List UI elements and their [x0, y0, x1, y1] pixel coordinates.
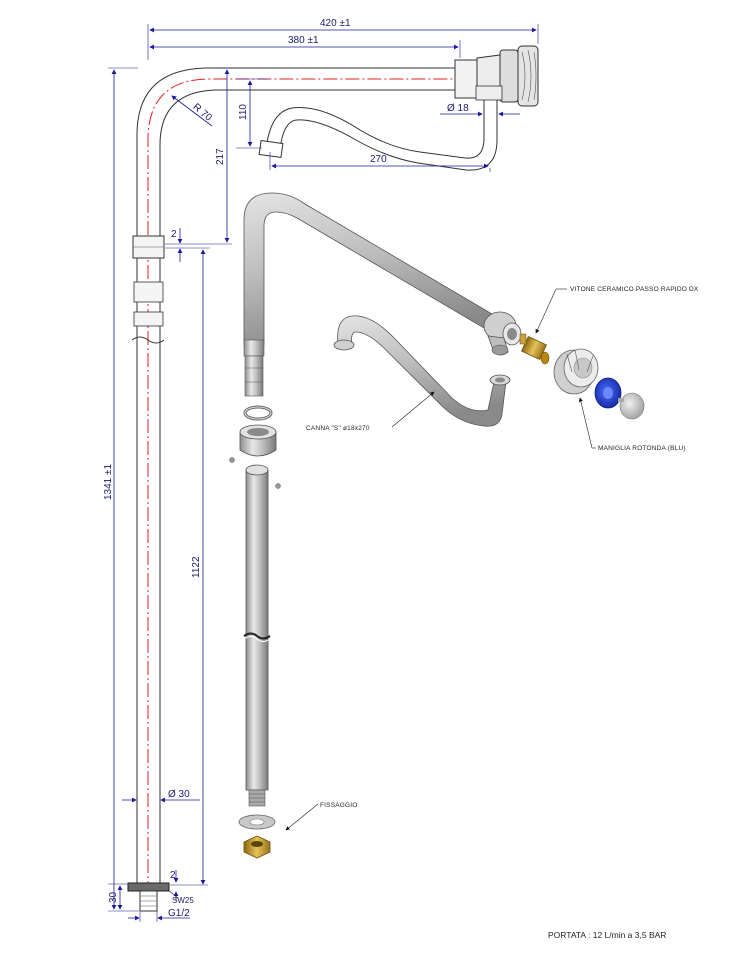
- spout-outlet: [333, 339, 355, 351]
- exploded-valve-body: [483, 311, 522, 356]
- spout-pipe: [337, 315, 507, 427]
- flow-rate-note: PORTATA : 12 L/min a 3,5 BAR: [548, 930, 666, 940]
- dim-wrench: SW25: [172, 896, 194, 905]
- column-break: [131, 336, 165, 344]
- label-handle: MANIGLIA ROTONDA (BLU): [598, 445, 686, 452]
- dim-base-gap: 2: [170, 870, 176, 881]
- label-cartridge: VITONE CERAMICO PASSO RAPIDO DX: [570, 286, 699, 293]
- screw-left: [229, 457, 235, 463]
- label-spout: CANNA "S" ø18x270: [306, 425, 370, 432]
- exploded-view: VITONE CERAMICO PASSO RAPIDO DX CANNA "S…: [229, 192, 699, 859]
- spout-aerator: [258, 139, 284, 159]
- column-tube: [245, 469, 269, 791]
- dim-base-height: 30: [108, 891, 119, 903]
- dim-inner-width: 380 ±1: [288, 35, 319, 46]
- dim-drop: 110: [238, 104, 249, 120]
- dim-total-width: 420 ±1: [320, 18, 351, 29]
- dim-spout-length: 270: [370, 154, 387, 165]
- dim-column-height: 1122: [191, 556, 202, 578]
- dim-radius: R 70: [191, 102, 215, 124]
- dim-thread: G1/2: [168, 908, 190, 919]
- screw-right: [275, 483, 281, 489]
- valve-body: [454, 45, 539, 107]
- column-outline: [136, 67, 460, 885]
- ceramic-cartridge: [519, 333, 550, 365]
- dim-total-height: 1341 ±1: [103, 463, 114, 500]
- dim-gap: 2: [171, 229, 177, 240]
- label-fixing: FISSAGGIO: [320, 802, 358, 809]
- side-view: 420 ±1 380 ±1 R 70 110 Ø 18 270 217 2: [103, 18, 539, 922]
- dim-spout-diameter: Ø 18: [447, 103, 469, 114]
- column-centerline: [147, 78, 530, 895]
- handle-side: [499, 49, 519, 103]
- base-nut: [127, 882, 170, 892]
- dim-head-height: 217: [215, 148, 226, 165]
- round-handle: [553, 348, 599, 395]
- mid-coupling: [133, 281, 164, 303]
- handle-cap: [619, 392, 645, 420]
- dim-column-diameter: Ø 30: [168, 789, 190, 800]
